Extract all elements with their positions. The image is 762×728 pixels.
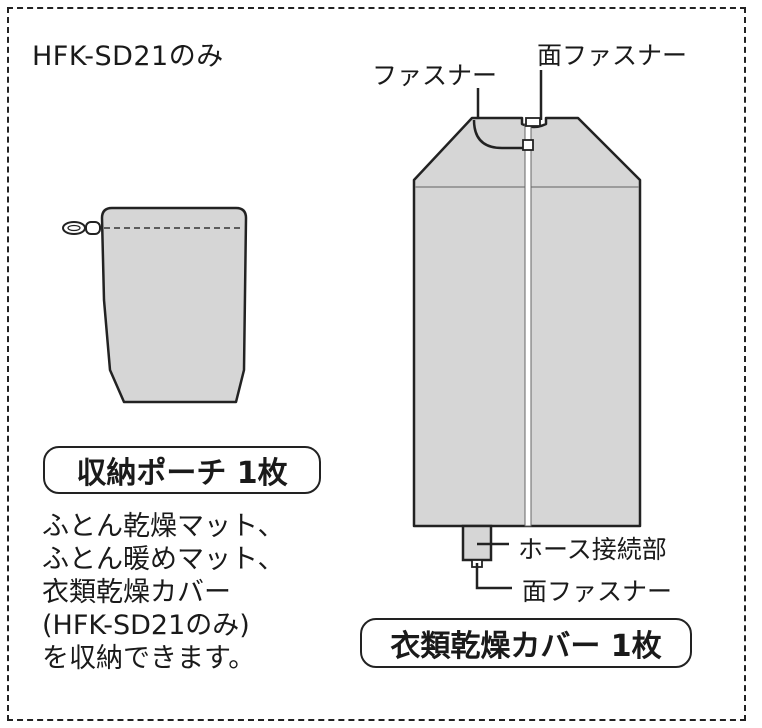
pouch-description-line: ふとん暖めマット、 xyxy=(42,544,285,575)
model-note: HFK-SD21のみ xyxy=(32,41,224,72)
zipper-flap xyxy=(472,119,526,150)
cover-title: 衣類乾燥カバー 1枚 xyxy=(360,618,692,668)
callout-hook-loop-bottom: 面ファスナー xyxy=(522,577,673,606)
dashed-frame xyxy=(7,7,746,721)
pouch-description-line: (HFK-SD21のみ) xyxy=(42,610,250,641)
zipper-line xyxy=(524,123,532,527)
pouch-description-line: ふとん乾燥マット、 xyxy=(42,511,285,542)
pouch-description-line: を収納できます。 xyxy=(42,643,256,674)
storage-pouch xyxy=(62,206,248,404)
leader-lines xyxy=(475,70,543,590)
bottom-hook-loop-leader xyxy=(475,563,512,590)
callout-hose-connection: ホース接続部 xyxy=(518,535,667,564)
pouch-description-line: 衣類乾燥カバー xyxy=(42,577,231,608)
pouch-cord-stopper xyxy=(62,221,86,235)
pouch-title: 収納ポーチ 1枚 xyxy=(43,446,321,494)
top-hook-loop-patch xyxy=(525,117,541,127)
drying-cover xyxy=(412,116,642,568)
zipper-slider xyxy=(522,139,534,151)
callout-hook-loop-top: 面ファスナー xyxy=(537,41,688,70)
pouch-description: ふとん乾燥マット、 ふとん暖めマット、 衣類乾燥カバー (HFK-SD21のみ)… xyxy=(42,510,342,675)
pouch-body xyxy=(100,206,248,404)
callout-zipper: ファスナー xyxy=(372,61,498,90)
